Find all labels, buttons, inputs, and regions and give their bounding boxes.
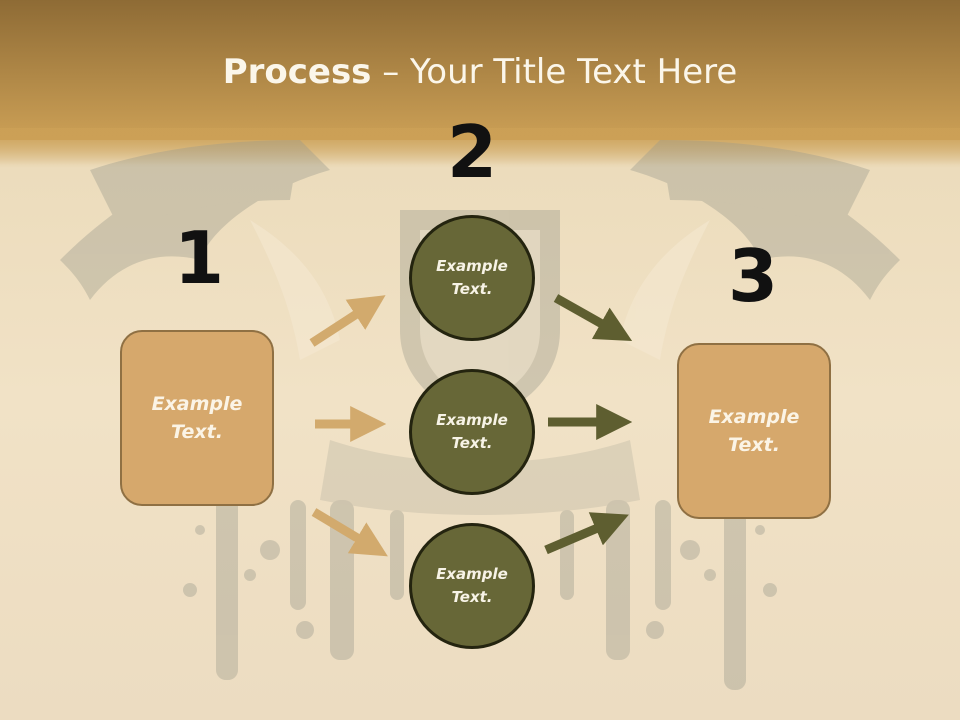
step-3-box-text: Example Text. <box>708 405 800 457</box>
arrow-circle-top-to-box3 <box>553 294 633 341</box>
step-1-box: Example Text. <box>120 330 274 506</box>
step-3-box: Example Text. <box>677 343 831 519</box>
step-2-circle-middle: Example Text. <box>409 369 535 495</box>
arrow-box1-to-circle-bottom <box>311 508 388 557</box>
title-bold: Process <box>222 52 372 92</box>
step-2-circle-top: Example Text. <box>409 215 535 341</box>
step-number-3: 3 <box>727 234 779 318</box>
circle-bottom-text: Example Text. <box>436 564 508 606</box>
step-1-box-text: Example Text. <box>151 392 243 444</box>
step-2-circle-bottom: Example Text. <box>409 523 535 649</box>
step-number-2: 2 <box>446 110 498 194</box>
circle-middle-text: Example Text. <box>436 410 508 452</box>
step-number-1: 1 <box>173 216 225 300</box>
title-rest: – Your Title Text Here <box>371 52 738 92</box>
header-band <box>0 0 960 140</box>
header-fade <box>0 128 960 168</box>
slide-title: Process – Your Title Text Here <box>0 52 960 92</box>
circle-top-text: Example Text. <box>436 256 508 298</box>
arrow-box1-to-circle-top <box>309 295 386 347</box>
arrow-circle-bottom-to-box3 <box>544 512 629 555</box>
